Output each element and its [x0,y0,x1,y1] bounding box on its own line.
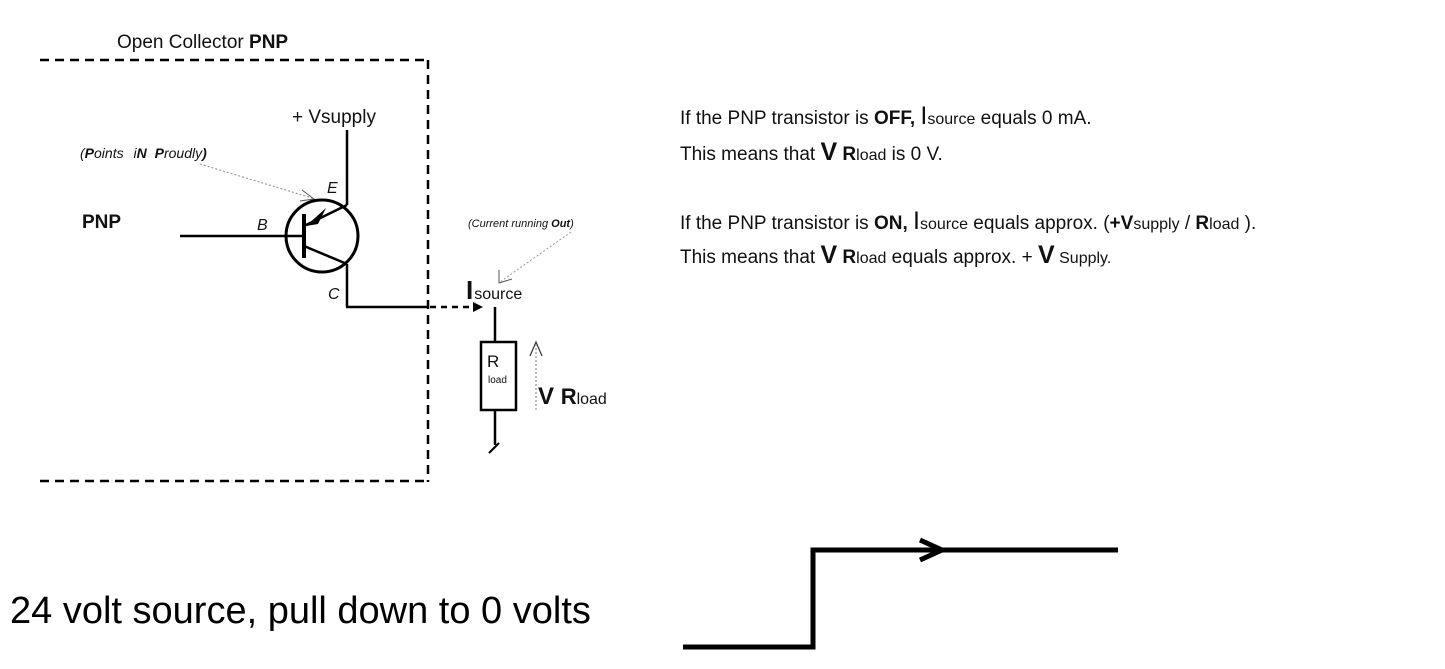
vsupply-label: + Vsupply [292,107,376,128]
current-direction-note: (Current running Out) [468,218,574,230]
step-arrow-icon [918,537,949,563]
current-note-pointer [498,231,572,284]
emitter-pin-label: E [327,180,338,197]
ground-lead [488,410,500,454]
explanation-off-line-2: This means that V Rload is 0 V. [680,138,943,166]
isource-label: Isource [466,275,522,305]
load-resistor: R load [479,340,518,412]
svg-text:load: load [488,375,507,386]
collector-pin-label: C [328,286,340,303]
mnemonic-pointer [199,163,316,202]
explanation-on-line-2: This means that V Rload equals approx. +… [680,241,1112,269]
voltage-direction-arrow [529,340,543,410]
emitter-arrow-icon [306,208,326,226]
vrload-label: V Rload [538,383,607,410]
base-pin-label: B [257,217,268,234]
pnp-mnemonic: (Points iN Proudly) [80,145,207,161]
explanation-on-line-1: If the PNP transistor is ON, Isource equ… [680,207,1257,235]
open-collector-boundary [40,58,430,483]
step-signal-waveform [683,537,1118,650]
explanation-off-line-1: If the PNP transistor is OFF, Isource eq… [680,102,1092,130]
signal-caption: 24 volt source, pull down to 0 volts [10,590,591,632]
collector-output-wire [345,264,497,342]
circuit-title: Open Collector PNP [117,32,288,53]
pnp-input-label: PNP [82,212,121,233]
svg-text:R: R [487,352,499,371]
pnp-transistor-symbol [180,198,360,274]
